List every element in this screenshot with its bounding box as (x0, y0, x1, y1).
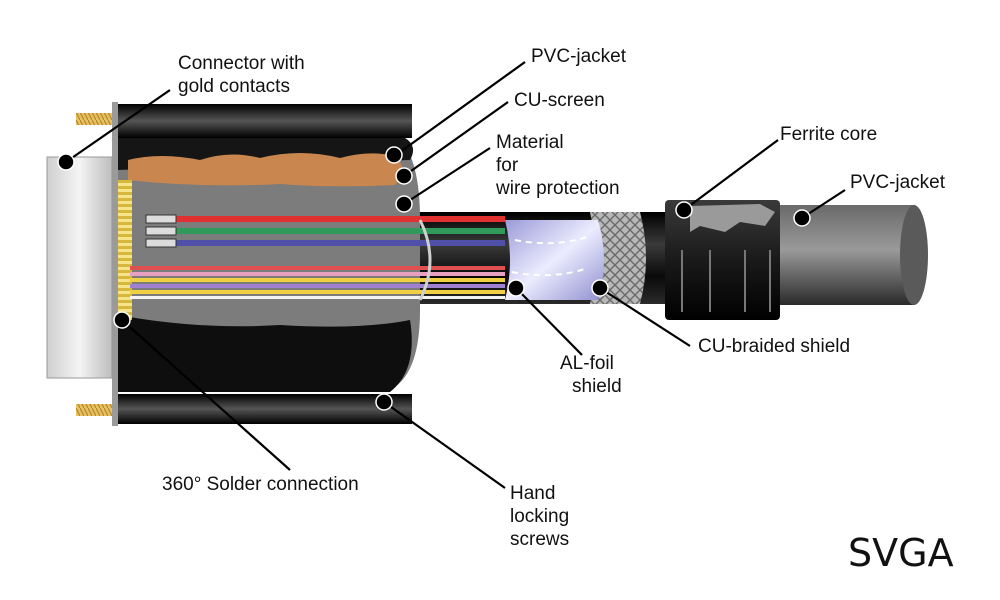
dot-braid (591, 279, 609, 297)
hand-locking-screw-top (330, 104, 412, 138)
leader-foil (515, 287, 583, 356)
wire-lower-white (130, 296, 505, 299)
backshell-plate (112, 102, 118, 426)
thread-bottom (76, 404, 112, 416)
ferrite-body (665, 200, 780, 320)
dot-pvc-top (385, 146, 403, 164)
foil-highlight-2 (511, 267, 589, 277)
dot-pvc-right (793, 209, 811, 227)
al-foil-band (505, 220, 604, 300)
leader-ferrite (683, 139, 779, 211)
wire-tip-2 (145, 226, 177, 236)
label-cu-braided-shield: CU-braided shield (698, 336, 850, 357)
dot-connector (57, 153, 75, 171)
dot-solder (113, 311, 131, 329)
outer-cable (760, 205, 928, 305)
shell-lower-jacket (118, 315, 412, 392)
label-solder-connection: 360° Solder connection (162, 474, 359, 495)
wire-tip-3 (145, 238, 177, 248)
wire-lower-pink (130, 272, 505, 276)
dot-screws (375, 393, 393, 411)
leader-braid (599, 287, 691, 347)
screw-body-bottom (118, 394, 330, 424)
label-ferrite-core: Ferrite core (780, 124, 877, 145)
dot-ferrite (675, 201, 693, 219)
foil-highlight (514, 235, 591, 245)
dot-foil (507, 279, 525, 297)
dot-material (395, 195, 413, 213)
leader-solder (121, 319, 291, 471)
wire-tip-1 (145, 214, 177, 224)
label-al-foil-shield: AL-foil shield (560, 353, 622, 397)
outer-cable-jacket (760, 205, 923, 305)
wire-lower-yellow (130, 278, 505, 282)
callouts (65, 61, 846, 489)
leader-cu-screen (403, 101, 509, 177)
copper-screen (128, 153, 403, 187)
wire-lower-violet (130, 284, 505, 288)
leader-pvc-top (395, 61, 526, 156)
ferrite-core (665, 200, 780, 320)
hand-locking-screw-bottom (330, 394, 412, 424)
inner-cable (395, 212, 685, 304)
connector-face-group (46, 113, 132, 416)
label-connector: Connector with gold contacts (178, 53, 310, 97)
wire-lower-yellow-2 (130, 290, 505, 294)
label-cu-screen: CU-screen (514, 90, 605, 111)
outer-cable-end (900, 205, 928, 305)
connector-face (46, 156, 113, 379)
gold-contact-strip (118, 180, 132, 320)
wire-green (150, 228, 505, 234)
dot-cu-screen (395, 167, 413, 185)
label-pvc-jacket-top: PVC-jacket (531, 46, 627, 67)
callout-dots (57, 146, 811, 411)
ferrite-highlight (690, 204, 775, 232)
leader-material (403, 147, 491, 205)
thread-top (76, 113, 112, 125)
leader-screws (383, 401, 506, 489)
leader-connector (65, 89, 171, 163)
wire-lower-red (130, 266, 505, 270)
label-hand-locking-screws: Hand locking screws (510, 483, 574, 550)
protection-sleeve (418, 219, 432, 301)
wire-red (150, 216, 505, 222)
label-material: Material for wire protection (495, 132, 620, 199)
label-pvc-jacket-right: PVC-jacket (850, 172, 946, 193)
caption-svga: SVGA (848, 531, 954, 575)
wire-blue (150, 240, 505, 246)
wires (130, 214, 505, 301)
connector-shell (112, 102, 420, 426)
